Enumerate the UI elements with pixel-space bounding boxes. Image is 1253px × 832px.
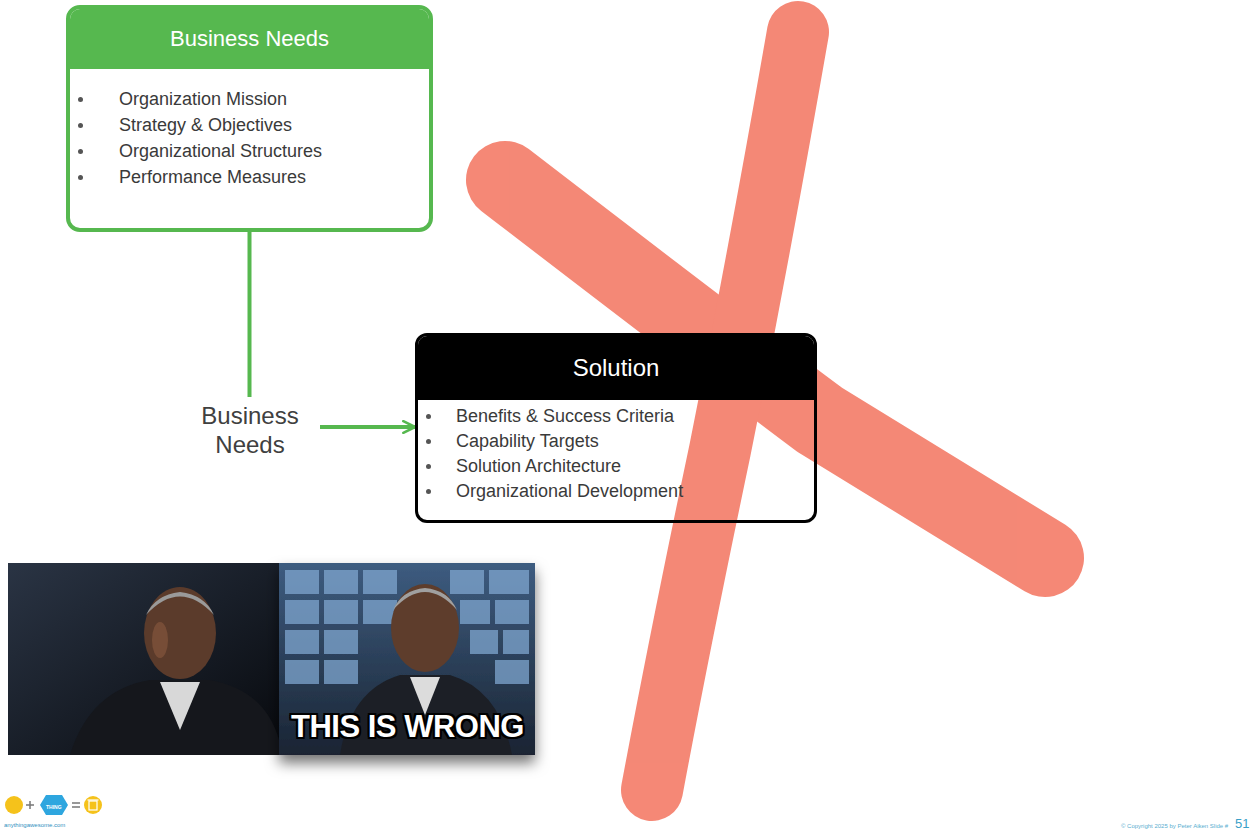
photo-ground	[8, 563, 279, 755]
business-needs-box: Business NeedsOrganization MissionStrate…	[66, 5, 433, 232]
bullet-dot	[78, 123, 83, 128]
monitor	[450, 570, 484, 594]
meme-caption: THIS IS WRONG	[291, 710, 524, 744]
monitor	[285, 660, 319, 684]
solution-box: SolutionBenefits & Success CriteriaCapab…	[415, 333, 817, 523]
edge-label: Business Needs	[180, 397, 320, 463]
meme-photo	[8, 563, 279, 755]
monitor	[495, 660, 529, 684]
monitor	[324, 570, 358, 594]
hair	[146, 592, 214, 615]
monitor	[470, 630, 498, 654]
logo-circle	[84, 796, 102, 814]
bullet-item: Strategy & Objectives	[74, 112, 419, 138]
monitor-wall	[285, 570, 529, 684]
bullet-text: Performance Measures	[119, 167, 306, 187]
monitor	[324, 600, 358, 624]
bin-icon	[89, 801, 97, 810]
bullet-item: Capability Targets	[422, 429, 804, 454]
bullet-item: Performance Measures	[74, 164, 419, 190]
face	[391, 584, 459, 672]
suit	[70, 680, 279, 755]
monitor	[460, 600, 490, 624]
box-body: Organization MissionStrategy & Objective…	[70, 69, 429, 200]
bullet-item: Organizational Development	[422, 479, 804, 504]
shirt	[160, 682, 200, 730]
hair	[393, 588, 457, 610]
bullet-text: Benefits & Success Criteria	[456, 406, 674, 426]
bullet-dot	[426, 464, 431, 469]
meme-photo	[279, 563, 535, 755]
monitor	[495, 600, 529, 624]
box-header: Solution	[418, 336, 814, 400]
box-header: Business Needs	[70, 9, 429, 69]
bullet-dot	[78, 149, 83, 154]
logo-circle	[5, 796, 23, 814]
monitor	[503, 630, 529, 654]
bullet-dot	[426, 439, 431, 444]
logo	[5, 795, 102, 815]
bullet-item: Benefits & Success Criteria	[422, 404, 804, 429]
monitor	[324, 630, 358, 654]
monitor	[285, 570, 319, 594]
plus-sign	[26, 801, 34, 809]
bullet-dot	[426, 489, 431, 494]
bullet-item: Solution Architecture	[422, 454, 804, 479]
bullet-text: Strategy & Objectives	[119, 115, 292, 135]
box-heading: Solution	[573, 354, 660, 382]
bullet-text: Solution Architecture	[456, 456, 621, 476]
bullet-item: Organizational Structures	[74, 138, 419, 164]
monitor	[324, 660, 358, 684]
bullet-item: Organization Mission	[74, 86, 419, 112]
logo-text: THING	[46, 805, 62, 811]
bullet-text: Organizational Development	[456, 481, 683, 501]
bullet-dot	[78, 97, 83, 102]
monitor	[285, 600, 319, 624]
box-heading: Business Needs	[170, 26, 329, 52]
bullet-dot	[78, 175, 83, 180]
bullet-text: Organizational Structures	[119, 141, 322, 161]
photo-ground	[279, 563, 535, 755]
face	[144, 587, 216, 679]
face-light	[152, 622, 168, 658]
monitor	[489, 570, 529, 594]
logo-hexagon	[40, 795, 68, 815]
bullet-dot	[426, 414, 431, 419]
bin-lid	[88, 799, 99, 800]
equals-sign	[72, 803, 80, 807]
monitor	[285, 630, 319, 654]
box-body: Benefits & Success CriteriaCapability Ta…	[418, 400, 814, 514]
slide-number: 51	[1235, 817, 1249, 831]
copyright-note: © Copyright 2025 by Peter Aiken Slide #	[1121, 823, 1228, 830]
logo-url: anythingawesome.com	[4, 822, 65, 829]
bullet-text: Organization Mission	[119, 89, 287, 109]
monitor	[363, 570, 397, 594]
bullet-text: Capability Targets	[456, 431, 599, 451]
